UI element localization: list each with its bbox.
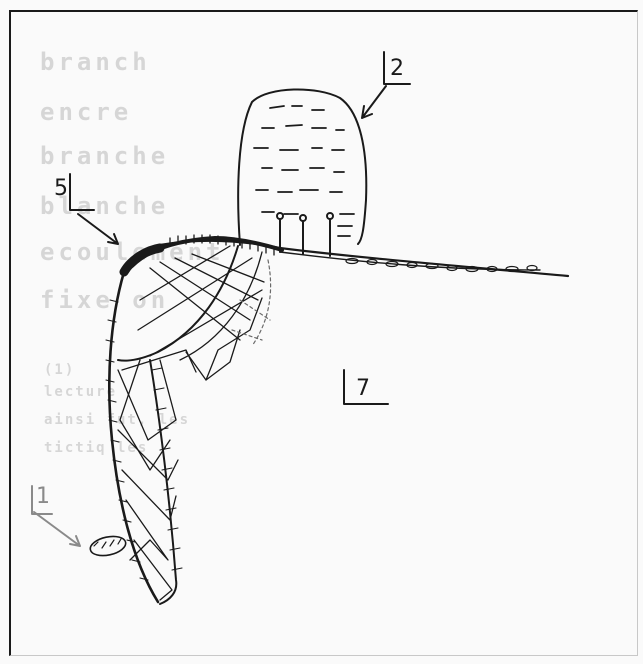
label-lake: 7 — [356, 378, 370, 400]
label-reservoir: 2 — [390, 58, 404, 80]
float-object — [89, 533, 128, 558]
label-5-bracket — [70, 174, 94, 210]
label-base: 1 — [36, 486, 50, 508]
arrow-1 — [34, 512, 80, 546]
arrow-5 — [78, 214, 118, 244]
net-mesh-faint — [232, 260, 271, 346]
side-rope-hatch — [106, 300, 148, 580]
net-mesh — [118, 246, 264, 600]
label-gear: 5 — [54, 178, 68, 200]
net-tail — [150, 360, 176, 604]
arrow-2 — [362, 86, 386, 118]
water-marks — [254, 106, 354, 236]
